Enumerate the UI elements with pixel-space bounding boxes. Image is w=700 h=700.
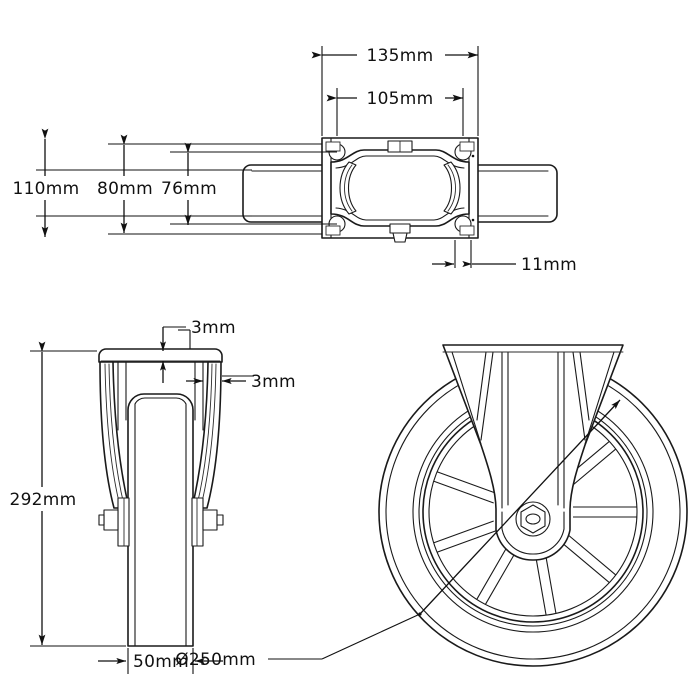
front-view-wheel (127, 393, 194, 647)
top-view: 135mm 105mm 110mm 80mm 76mm (12, 43, 577, 275)
dimension-250mm-diameter: Ø250mm (175, 650, 256, 670)
dimension-50mm-label: 50mm (133, 652, 189, 672)
dimension-3mm-wall-label: 3mm (251, 372, 296, 392)
top-view-center-bolt-top (387, 140, 413, 153)
front-view-hub-plates (117, 497, 204, 547)
dimension-292mm-label: 292mm (9, 490, 76, 510)
top-view-raceway-slot-left (339, 161, 357, 215)
top-view-fork-body (330, 149, 470, 227)
side-view-diameter-leader (268, 399, 621, 660)
dimension-105mm-label: 105mm (366, 89, 433, 109)
dimension-135mm: 135mm (311, 43, 478, 66)
side-view-fork (442, 344, 624, 561)
dimension-110mm-label: 110mm (12, 179, 79, 199)
top-view-raceway-slot-right (443, 161, 461, 215)
front-view-fork-web (117, 361, 204, 431)
dimension-76mm: 76mm (161, 142, 217, 225)
side-view-hub-nut (515, 501, 551, 537)
top-view-wheel-left (242, 164, 326, 223)
dimension-250mm-label: Ø250mm (175, 650, 256, 670)
dimension-135mm-label: 135mm (366, 46, 433, 66)
top-view-center-bolt-bottom (389, 223, 411, 243)
dimension-80mm: 80mm (97, 134, 153, 233)
dimension-110mm: 110mm (12, 128, 79, 237)
front-view-axle-bolt-left (98, 509, 119, 531)
front-view-fork-legs (99, 361, 222, 509)
dimension-3mm-wall-thickness: 3mm (186, 372, 296, 392)
dimension-292mm: 292mm (9, 341, 76, 645)
side-view: Ø250mm (175, 344, 688, 670)
dimension-11mm-label: 11mm (521, 255, 577, 275)
front-view: 3mm 3mm 292mm 50mm (9, 318, 296, 674)
dimension-50mm: 50mm (98, 652, 223, 672)
dimension-3mm-plate-thickness: 3mm (160, 318, 236, 383)
front-view-axle-bolt-right (202, 509, 224, 531)
dimension-105mm: 105mm (326, 86, 463, 109)
dimension-11mm: 11mm (432, 255, 577, 275)
dimension-80mm-label: 80mm (97, 179, 153, 199)
top-view-wheel-right (474, 164, 558, 223)
front-view-top-plate (98, 348, 223, 363)
dimension-3mm-plate-label: 3mm (191, 318, 236, 338)
dimension-76mm-label: 76mm (161, 179, 217, 199)
